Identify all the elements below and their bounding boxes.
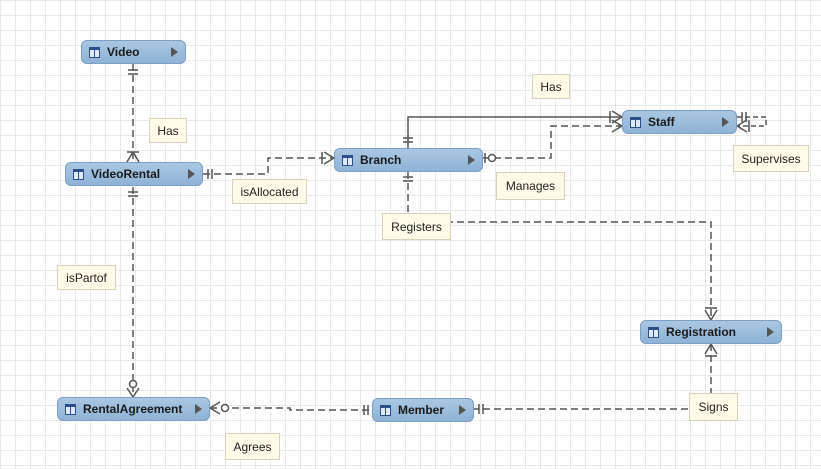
connector-branch-has xyxy=(407,116,622,148)
table-icon xyxy=(648,326,659,338)
entity-registration[interactable]: Registration xyxy=(640,320,782,344)
table-icon xyxy=(380,404,391,416)
entity-name: Branch xyxy=(360,153,402,167)
entity-name: Member xyxy=(398,403,445,417)
entity-name: Video xyxy=(107,45,140,59)
rel-label-video-has[interactable]: Has xyxy=(149,118,187,143)
expand-arrow-icon[interactable] xyxy=(722,117,729,127)
entity-video-rental[interactable]: VideoRental xyxy=(65,162,203,186)
expand-arrow-icon[interactable] xyxy=(468,155,475,165)
connector-supervises xyxy=(737,116,767,127)
expand-arrow-icon[interactable] xyxy=(171,47,178,57)
entity-name: VideoRental xyxy=(91,167,161,181)
connector-signs xyxy=(474,344,712,410)
entity-branch[interactable]: Branch xyxy=(334,148,483,172)
rel-label-is-allocated[interactable]: isAllocated xyxy=(232,179,307,204)
rel-label-is-part-of[interactable]: isPartof xyxy=(57,265,116,290)
connector-agrees xyxy=(210,407,372,411)
table-icon xyxy=(89,46,100,58)
entity-name: Staff xyxy=(648,115,675,129)
rel-label-branch-has[interactable]: Has xyxy=(532,74,570,99)
table-icon xyxy=(630,116,641,128)
connector-is-allocated xyxy=(203,157,334,175)
rel-label-signs[interactable]: Signs xyxy=(689,393,738,421)
expand-arrow-icon[interactable] xyxy=(188,169,195,179)
table-icon xyxy=(73,168,84,180)
expand-arrow-icon[interactable] xyxy=(767,327,774,337)
rel-label-registers[interactable]: Registers xyxy=(382,213,451,240)
connector-registers xyxy=(407,172,712,320)
connector-manages xyxy=(483,125,622,159)
entity-name: Registration xyxy=(666,325,737,339)
entity-staff[interactable]: Staff xyxy=(622,110,737,134)
rel-label-agrees[interactable]: Agrees xyxy=(225,433,280,460)
rel-label-manages[interactable]: Manages xyxy=(496,172,565,200)
expand-arrow-icon[interactable] xyxy=(195,404,202,414)
entity-member[interactable]: Member xyxy=(372,398,474,422)
table-icon xyxy=(65,403,76,415)
table-icon xyxy=(342,154,353,166)
entity-rental-agreement[interactable]: RentalAgreement xyxy=(57,397,210,421)
rel-label-supervises[interactable]: Supervises xyxy=(733,145,809,172)
entity-video[interactable]: Video xyxy=(81,40,186,64)
entity-name: RentalAgreement xyxy=(83,402,183,416)
expand-arrow-icon[interactable] xyxy=(459,405,466,415)
